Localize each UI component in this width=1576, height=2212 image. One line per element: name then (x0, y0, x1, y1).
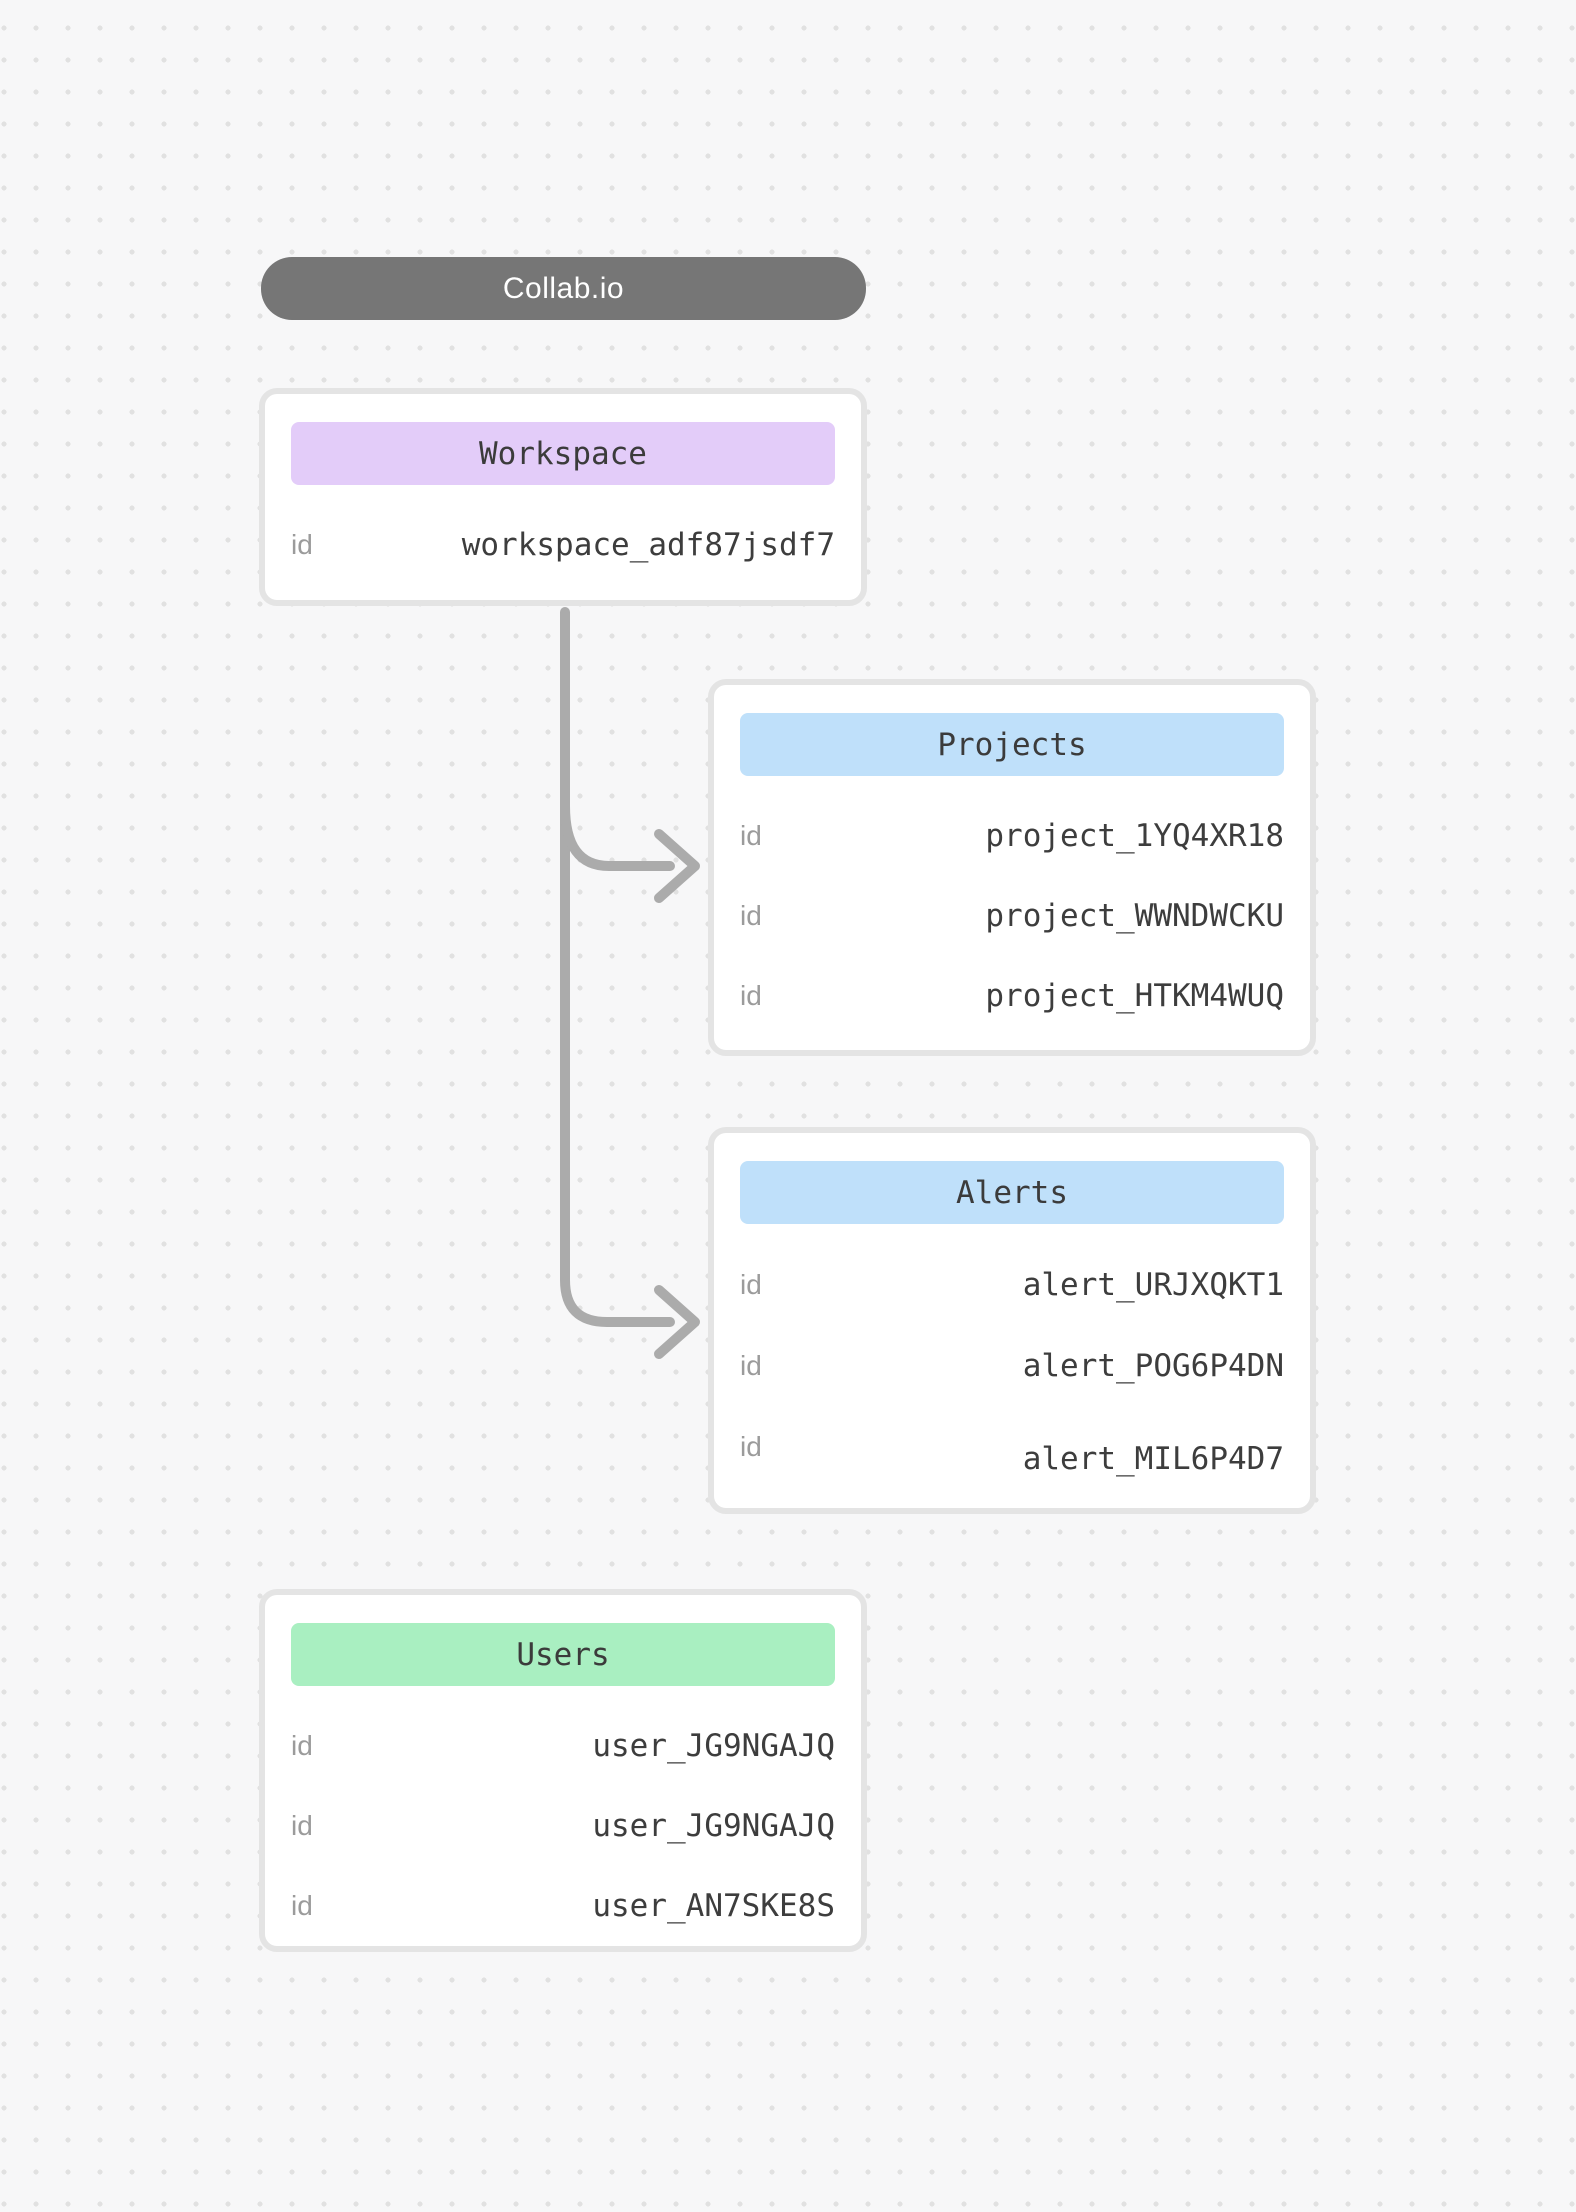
arrowhead-projects-icon (654, 829, 700, 903)
field-value-label: user_JG9NGAJQ (592, 1808, 835, 1844)
users-card-header: Users (291, 1623, 835, 1686)
table-row: id alert_POG6P4DN (740, 1325, 1284, 1406)
users-title: Users (516, 1636, 610, 1673)
app-title-pill[interactable]: Collab.io (261, 257, 866, 320)
workspace-card-header: Workspace (291, 422, 835, 485)
projects-rows: id project_1YQ4XR18 id project_WWNDWCKU … (740, 796, 1284, 1036)
app-title-label: Collab.io (502, 271, 625, 305)
alerts-rows: id alert_URJXQKT1 id alert_POG6P4DN id a… (740, 1244, 1284, 1487)
field-key-label: id (740, 1349, 762, 1381)
workspace-rows: id workspace_adf87jsdf7 (291, 505, 835, 585)
field-key-label: id (740, 1430, 762, 1462)
connector-workspace-projects-branch (560, 801, 675, 871)
table-row: id project_HTKM4WUQ (740, 956, 1284, 1036)
field-key-label: id (291, 529, 313, 560)
table-row: id alert_MIL6P4D7 (740, 1406, 1284, 1487)
table-row: id user_JG9NGAJQ (291, 1706, 835, 1786)
projects-title: Projects (937, 726, 1087, 763)
arrowhead-alerts-icon (654, 1285, 700, 1359)
entity-card-projects[interactable]: Projects id project_1YQ4XR18 id project_… (708, 679, 1316, 1056)
field-value-label: project_WWNDWCKU (985, 898, 1284, 934)
projects-card-header: Projects (740, 713, 1284, 776)
field-key-label: id (740, 820, 762, 851)
connector-workspace-alerts-trunk (560, 607, 675, 1327)
entity-card-users[interactable]: Users id user_JG9NGAJQ id user_JG9NGAJQ … (259, 1589, 867, 1952)
field-value-label: alert_POG6P4DN (1022, 1347, 1284, 1384)
field-key-label: id (740, 1268, 762, 1300)
field-value-label: alert_MIL6P4D7 (1022, 1440, 1284, 1477)
table-row: id project_1YQ4XR18 (740, 796, 1284, 876)
table-row: id alert_URJXQKT1 (740, 1244, 1284, 1325)
entity-card-workspace[interactable]: Workspace id workspace_adf87jsdf7 (259, 388, 867, 606)
table-row: id project_WWNDWCKU (740, 876, 1284, 956)
field-value-label: user_AN7SKE8S (592, 1888, 835, 1924)
alerts-title: Alerts (956, 1174, 1068, 1211)
users-rows: id user_JG9NGAJQ id user_JG9NGAJQ id use… (291, 1706, 835, 1946)
field-value-label: project_HTKM4WUQ (985, 978, 1284, 1014)
field-value-label: alert_URJXQKT1 (1022, 1266, 1284, 1303)
workspace-title: Workspace (479, 435, 647, 472)
field-key-label: id (740, 900, 762, 931)
field-value-label: user_JG9NGAJQ (592, 1728, 835, 1764)
field-key-label: id (291, 1890, 313, 1921)
entity-card-alerts[interactable]: Alerts id alert_URJXQKT1 id alert_POG6P4… (708, 1127, 1316, 1514)
table-row: id user_JG9NGAJQ (291, 1786, 835, 1866)
table-row: id user_AN7SKE8S (291, 1866, 835, 1946)
table-row: id workspace_adf87jsdf7 (291, 505, 835, 585)
field-key-label: id (740, 980, 762, 1011)
field-value-label: project_1YQ4XR18 (985, 818, 1284, 854)
field-value-label: workspace_adf87jsdf7 (461, 527, 835, 563)
field-key-label: id (291, 1810, 313, 1841)
field-key-label: id (291, 1730, 313, 1761)
alerts-card-header: Alerts (740, 1161, 1284, 1224)
